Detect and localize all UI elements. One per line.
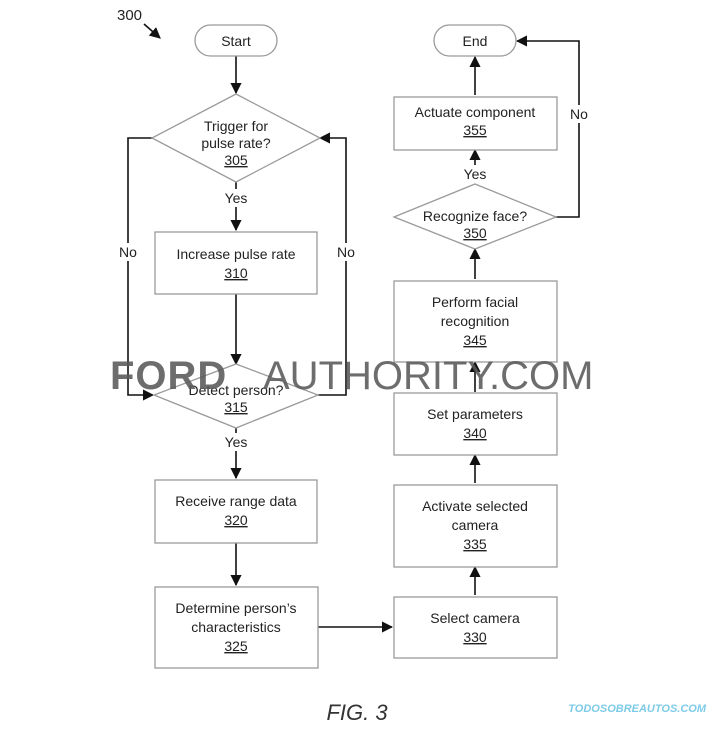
node-determine-line1: Determine person’s [175, 600, 296, 616]
node-actuate-ref: 355 [463, 122, 487, 138]
node-detect-decision [152, 363, 320, 429]
node-activate-line2: camera [452, 517, 499, 533]
node-facial-line1: Perform facial [432, 294, 518, 310]
node-facial-line2: recognition [441, 313, 510, 329]
node-facial [393, 280, 558, 363]
node-actuate [393, 96, 558, 151]
node-activate [393, 484, 558, 568]
node-select-ref: 330 [463, 629, 487, 645]
node-detect-ref: 315 [224, 399, 248, 415]
figure-ref-arrow [143, 23, 161, 39]
node-recognize-decision [392, 183, 558, 250]
node-setparams-line1: Set parameters [427, 406, 523, 422]
node-determine [154, 586, 319, 669]
node-setparams-ref: 340 [463, 425, 487, 441]
node-actuate-line1: Actuate component [415, 104, 536, 120]
node-activate-ref: 335 [463, 536, 487, 552]
node-trigger-line2: pulse rate? [201, 135, 270, 151]
node-increase-line1: Increase pulse rate [176, 246, 295, 262]
watermark-ford: FORD [110, 354, 227, 398]
arrow-recognize-no [515, 35, 580, 218]
edge-label-trigger-yes: Yes [225, 190, 248, 206]
node-trigger-decision [150, 93, 322, 183]
node-determine-line2: characteristics [191, 619, 280, 635]
node-increase-ref: 310 [224, 265, 248, 281]
node-select-line1: Select camera [430, 610, 520, 626]
node-receive-ref: 320 [224, 512, 248, 528]
node-recognize-ref: 350 [463, 225, 487, 241]
node-determine-ref: 325 [224, 638, 248, 654]
edge-label-recognize-yes: Yes [464, 166, 487, 182]
corner-watermark: TODOSOBREAUTOS.COM [568, 703, 707, 715]
node-receive-line1: Receive range data [175, 493, 297, 509]
figure-caption: FIG. 3 [326, 700, 388, 725]
figure-ref-number: 300 [117, 7, 142, 24]
node-facial-ref: 345 [463, 332, 487, 348]
node-trigger-ref: 305 [224, 152, 248, 168]
node-increase [154, 231, 318, 295]
edge-label-detect-yes: Yes [225, 434, 248, 450]
node-start [194, 24, 278, 57]
node-receive [154, 479, 318, 544]
node-trigger-line1: Trigger for [204, 118, 268, 134]
node-end-label: End [463, 33, 488, 49]
node-end [433, 24, 517, 57]
arrow-trigger-no [127, 137, 155, 401]
edge-label-trigger-no: No [119, 244, 137, 260]
node-setparams [393, 392, 558, 456]
arrow-detect-no [318, 132, 347, 396]
node-select [393, 596, 558, 659]
edge-label-detect-no: No [337, 244, 355, 260]
node-recognize-line1: Recognize face? [423, 208, 528, 224]
edge-label-recognize-no: No [570, 106, 588, 122]
watermark-authority: AUTHORITY.COM [263, 354, 593, 398]
ford-authority-watermark: FORD AUTHORITY.COM [110, 354, 593, 398]
node-detect-line1: Detect person? [189, 382, 284, 398]
node-start-label: Start [221, 33, 251, 49]
node-activate-line1: Activate selected [422, 498, 528, 514]
